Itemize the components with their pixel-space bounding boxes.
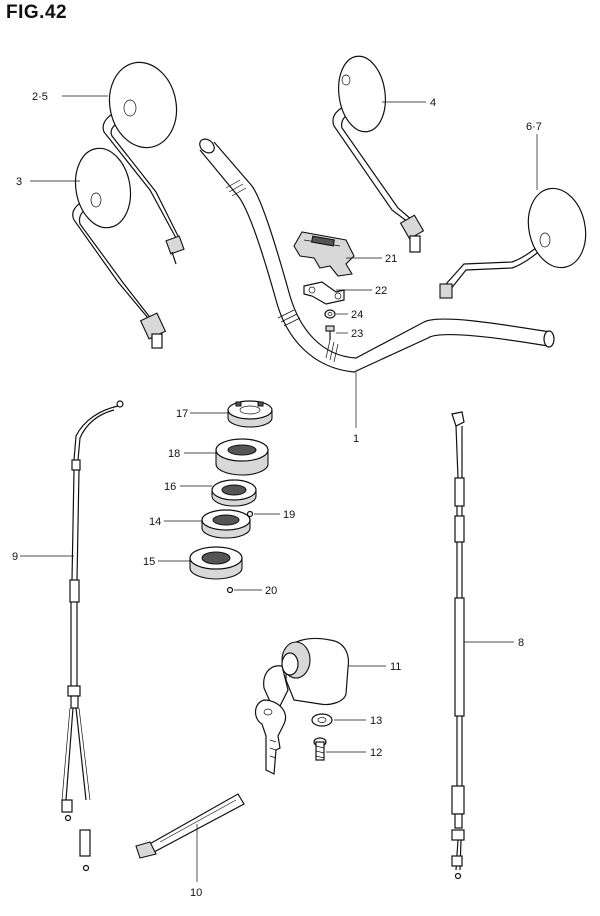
callout-24: 24 <box>351 309 363 321</box>
callout-4: 4 <box>430 97 436 109</box>
clutch-cable-part-8 <box>451 411 465 880</box>
callout-3: 3 <box>16 176 22 188</box>
cable-band-part-10 <box>135 793 245 859</box>
bearing-race-part-14 <box>201 509 251 539</box>
callout-21: 21 <box>385 253 397 265</box>
callout-14: 14 <box>149 516 161 528</box>
mirror-part-6-7 <box>439 187 587 299</box>
washer-part-24 <box>324 309 336 319</box>
callout-11: 11 <box>390 661 401 673</box>
handlebar-holder-part-21 <box>293 231 355 277</box>
screw-part-12 <box>313 737 327 761</box>
callout-15: 15 <box>143 556 155 568</box>
steel-ball-part-20 <box>226 586 234 594</box>
stem-nut-part-17 <box>227 400 273 428</box>
mirror-part-2-5 <box>102 61 185 265</box>
callout-2-5: 2·5 <box>32 91 48 103</box>
callout-10: 10 <box>190 887 202 899</box>
handlebar-part-1 <box>199 138 555 373</box>
mirror-part-3 <box>72 147 167 349</box>
clamp-part-22 <box>303 281 345 305</box>
callout-9: 9 <box>12 551 18 563</box>
callout-22: 22 <box>375 285 387 297</box>
callout-17: 17 <box>176 408 188 420</box>
callout-16: 16 <box>164 481 176 493</box>
leader-lines <box>20 95 538 882</box>
washer-part-13 <box>311 713 333 727</box>
mirror-part-4 <box>332 55 425 253</box>
callout-12: 12 <box>370 747 382 759</box>
steel-ball-part-19 <box>246 510 254 518</box>
throttle-cable-part-9 <box>61 400 124 872</box>
ignition-switch-part-11 <box>254 637 350 775</box>
bearing-seal-part-18 <box>215 438 269 476</box>
callout-6-7: 6·7 <box>526 121 542 133</box>
bolt-part-23 <box>325 325 335 340</box>
bearing-race-part-16 <box>211 479 257 507</box>
callout-20: 20 <box>265 585 277 597</box>
callout-23: 23 <box>351 328 363 340</box>
callout-13: 13 <box>370 715 382 727</box>
figure-title: FIG.42 <box>6 2 68 23</box>
callout-labels: 2·5 3 4 6·7 21 22 24 23 1 17 18 16 19 14… <box>12 91 542 899</box>
callout-1: 1 <box>353 433 359 445</box>
callout-8: 8 <box>518 637 524 649</box>
callout-19: 19 <box>283 509 295 521</box>
dust-seal-part-15 <box>189 546 243 580</box>
callout-18: 18 <box>168 448 180 460</box>
